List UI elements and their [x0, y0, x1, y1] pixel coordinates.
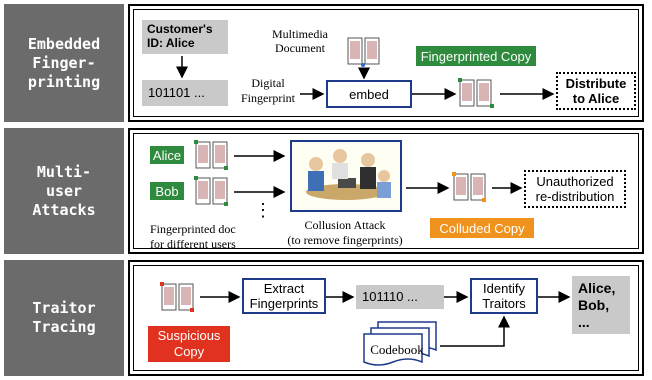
- fingerprint-bits-box: 101101 ...: [142, 80, 228, 106]
- section-label-embedding: Embedded Finger- printing: [4, 4, 124, 122]
- extracted-bits-box: 101110 ...: [356, 285, 444, 309]
- collusion-illustration: [290, 140, 402, 212]
- colluded-copy-tag: Colluded Copy: [430, 218, 534, 238]
- embed-box: embed: [326, 80, 412, 108]
- suspicious-copy-tag: Suspicious Copy: [148, 326, 230, 362]
- fingerprinted-doc-label: Fingerprinted doc for different users: [150, 222, 236, 251]
- suspicious-document-icon: [160, 282, 194, 312]
- section-label-attacks: Multi- user Attacks: [4, 128, 124, 254]
- collusion-attack-label: Collusion Attack (to remove fingerprints…: [287, 218, 403, 247]
- codebook-stack-icon: [363, 321, 437, 366]
- traitors-result-box: Alice, Bob, ...: [572, 276, 630, 334]
- colluding-users-illustration: [292, 142, 400, 210]
- multimedia-document-label: Multimedia Document: [272, 27, 328, 55]
- embedding-panel: [128, 4, 644, 122]
- digital-fingerprint-label: Digital Fingerprint: [241, 76, 295, 105]
- alice-document-icon: [194, 140, 228, 170]
- identify-traitors-box: Identify Traitors: [470, 278, 538, 314]
- extract-fingerprints-box: Extract Fingerprints: [242, 278, 326, 314]
- bob-tag: Bob: [150, 182, 184, 200]
- arrow-codebook-to-identify: [440, 315, 510, 347]
- bob-document-icon: [194, 176, 228, 206]
- section-label-tracing: Traitor Tracing: [4, 260, 124, 376]
- colluded-document-icon: [452, 172, 486, 202]
- unauthorized-redistribution-box: Unauthorized re-distribution: [524, 170, 626, 208]
- fingerprinted-copy-tag: Fingerprinted Copy: [416, 46, 536, 66]
- tracing-panel: [128, 260, 644, 376]
- fingerprinted-document-icon: [458, 78, 494, 108]
- distribute-to-alice-box: Distribute to Alice: [556, 72, 636, 110]
- more-users-ellipsis: ⋮: [254, 200, 272, 220]
- attacks-panel: [128, 128, 644, 254]
- codebook-label: Codebook: [370, 342, 424, 357]
- customer-id-box: Customer's ID: Alice: [142, 20, 228, 54]
- alice-tag: Alice: [150, 146, 184, 164]
- multimedia-document-icon: [347, 37, 380, 67]
